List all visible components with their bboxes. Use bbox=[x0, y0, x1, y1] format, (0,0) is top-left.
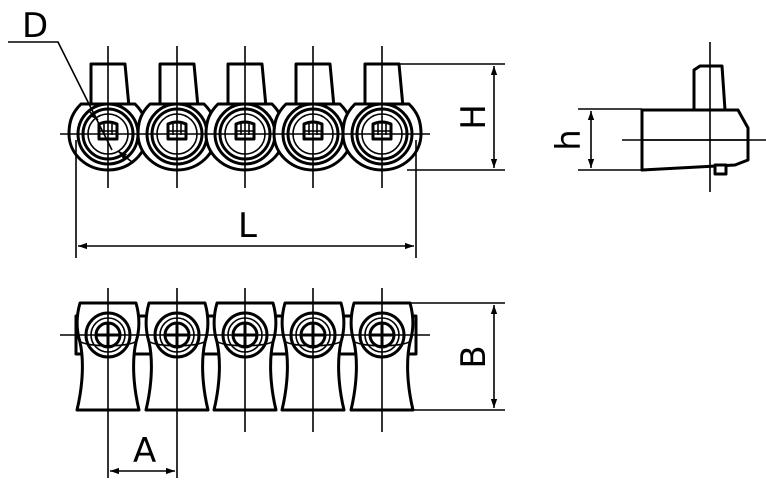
label-b: B bbox=[454, 345, 494, 368]
side-screw-tip bbox=[713, 163, 728, 176]
top-view: B A bbox=[60, 288, 505, 478]
label-a: A bbox=[133, 431, 156, 471]
label-h-small: h bbox=[549, 129, 589, 151]
l-dimension: L bbox=[75, 140, 417, 258]
front-view: D H L bbox=[8, 6, 505, 258]
top-centerlines bbox=[60, 288, 430, 478]
label-d: D bbox=[22, 6, 48, 46]
front-centerlines bbox=[60, 46, 430, 188]
a-dimension: A bbox=[110, 431, 175, 475]
d-dimension: D bbox=[8, 6, 133, 163]
side-view: h bbox=[549, 42, 766, 192]
label-h-large: H bbox=[454, 104, 494, 130]
b-dimension: B bbox=[382, 302, 505, 411]
h-dimension-large: H bbox=[386, 63, 505, 171]
label-l: L bbox=[238, 206, 257, 246]
